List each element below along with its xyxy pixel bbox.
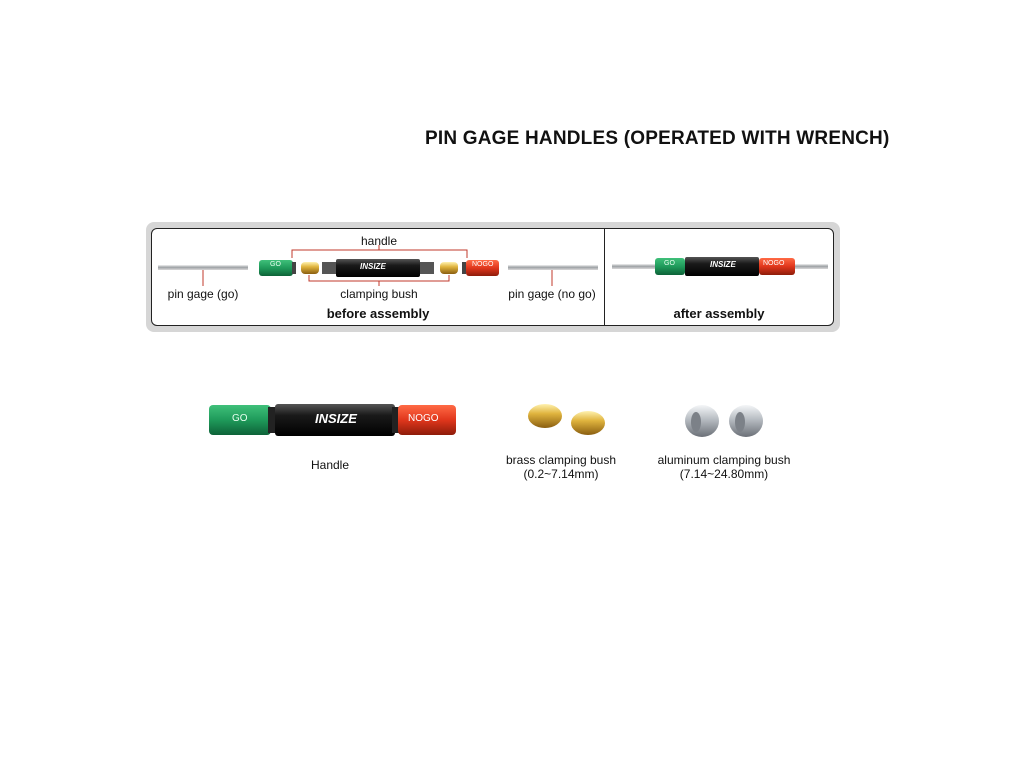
pin-gage-go bbox=[158, 265, 248, 270]
clamping-bush-label: clamping bush bbox=[340, 287, 418, 301]
page-title: PIN GAGE HANDLES (OPERATED WITH WRENCH) bbox=[425, 128, 890, 149]
after-brand-marking: INSIZE bbox=[710, 260, 736, 269]
assembly-diagram-panel bbox=[151, 228, 834, 326]
clamping-bush-left bbox=[301, 262, 319, 274]
go-cap-marking: GO bbox=[270, 261, 281, 268]
brass-bush-product bbox=[528, 404, 605, 435]
pin-gage-nogo bbox=[508, 265, 598, 270]
handle-nogo-marking: NOGO bbox=[408, 413, 439, 424]
pin-gage-nogo-label: pin gage (no go) bbox=[508, 287, 596, 301]
nogo-cap bbox=[462, 260, 499, 276]
handle-label: handle bbox=[360, 234, 398, 248]
pin-gage-go-label: pin gage (go) bbox=[167, 287, 239, 301]
handle-go-marking: GO bbox=[232, 413, 248, 424]
handle-caption: Handle bbox=[310, 458, 350, 472]
aluminum-bush-product bbox=[685, 405, 763, 437]
handle-brand-marking: INSIZE bbox=[360, 262, 386, 271]
after-assembly-label: after assembly bbox=[673, 306, 765, 321]
clamping-bush-right bbox=[440, 262, 458, 274]
diagram-divider bbox=[604, 228, 605, 326]
go-cap bbox=[259, 260, 296, 276]
assembled-gage bbox=[612, 257, 828, 276]
aluminum-bush-caption: aluminum clamping bush bbox=[657, 453, 791, 467]
brass-bush-caption: brass clamping bush bbox=[505, 453, 617, 467]
handle-product-brand: INSIZE bbox=[315, 411, 357, 426]
after-nogo-marking: NOGO bbox=[763, 260, 785, 267]
nogo-cap-marking: NOGO bbox=[472, 261, 494, 268]
after-go-marking: GO bbox=[664, 260, 675, 267]
handle-body bbox=[322, 259, 434, 277]
aluminum-bush-range: (7.14~24.80mm) bbox=[679, 467, 769, 481]
handle-product bbox=[209, 404, 456, 436]
before-assembly-label: before assembly bbox=[326, 306, 430, 321]
brass-bush-range: (0.2~7.14mm) bbox=[523, 467, 599, 481]
